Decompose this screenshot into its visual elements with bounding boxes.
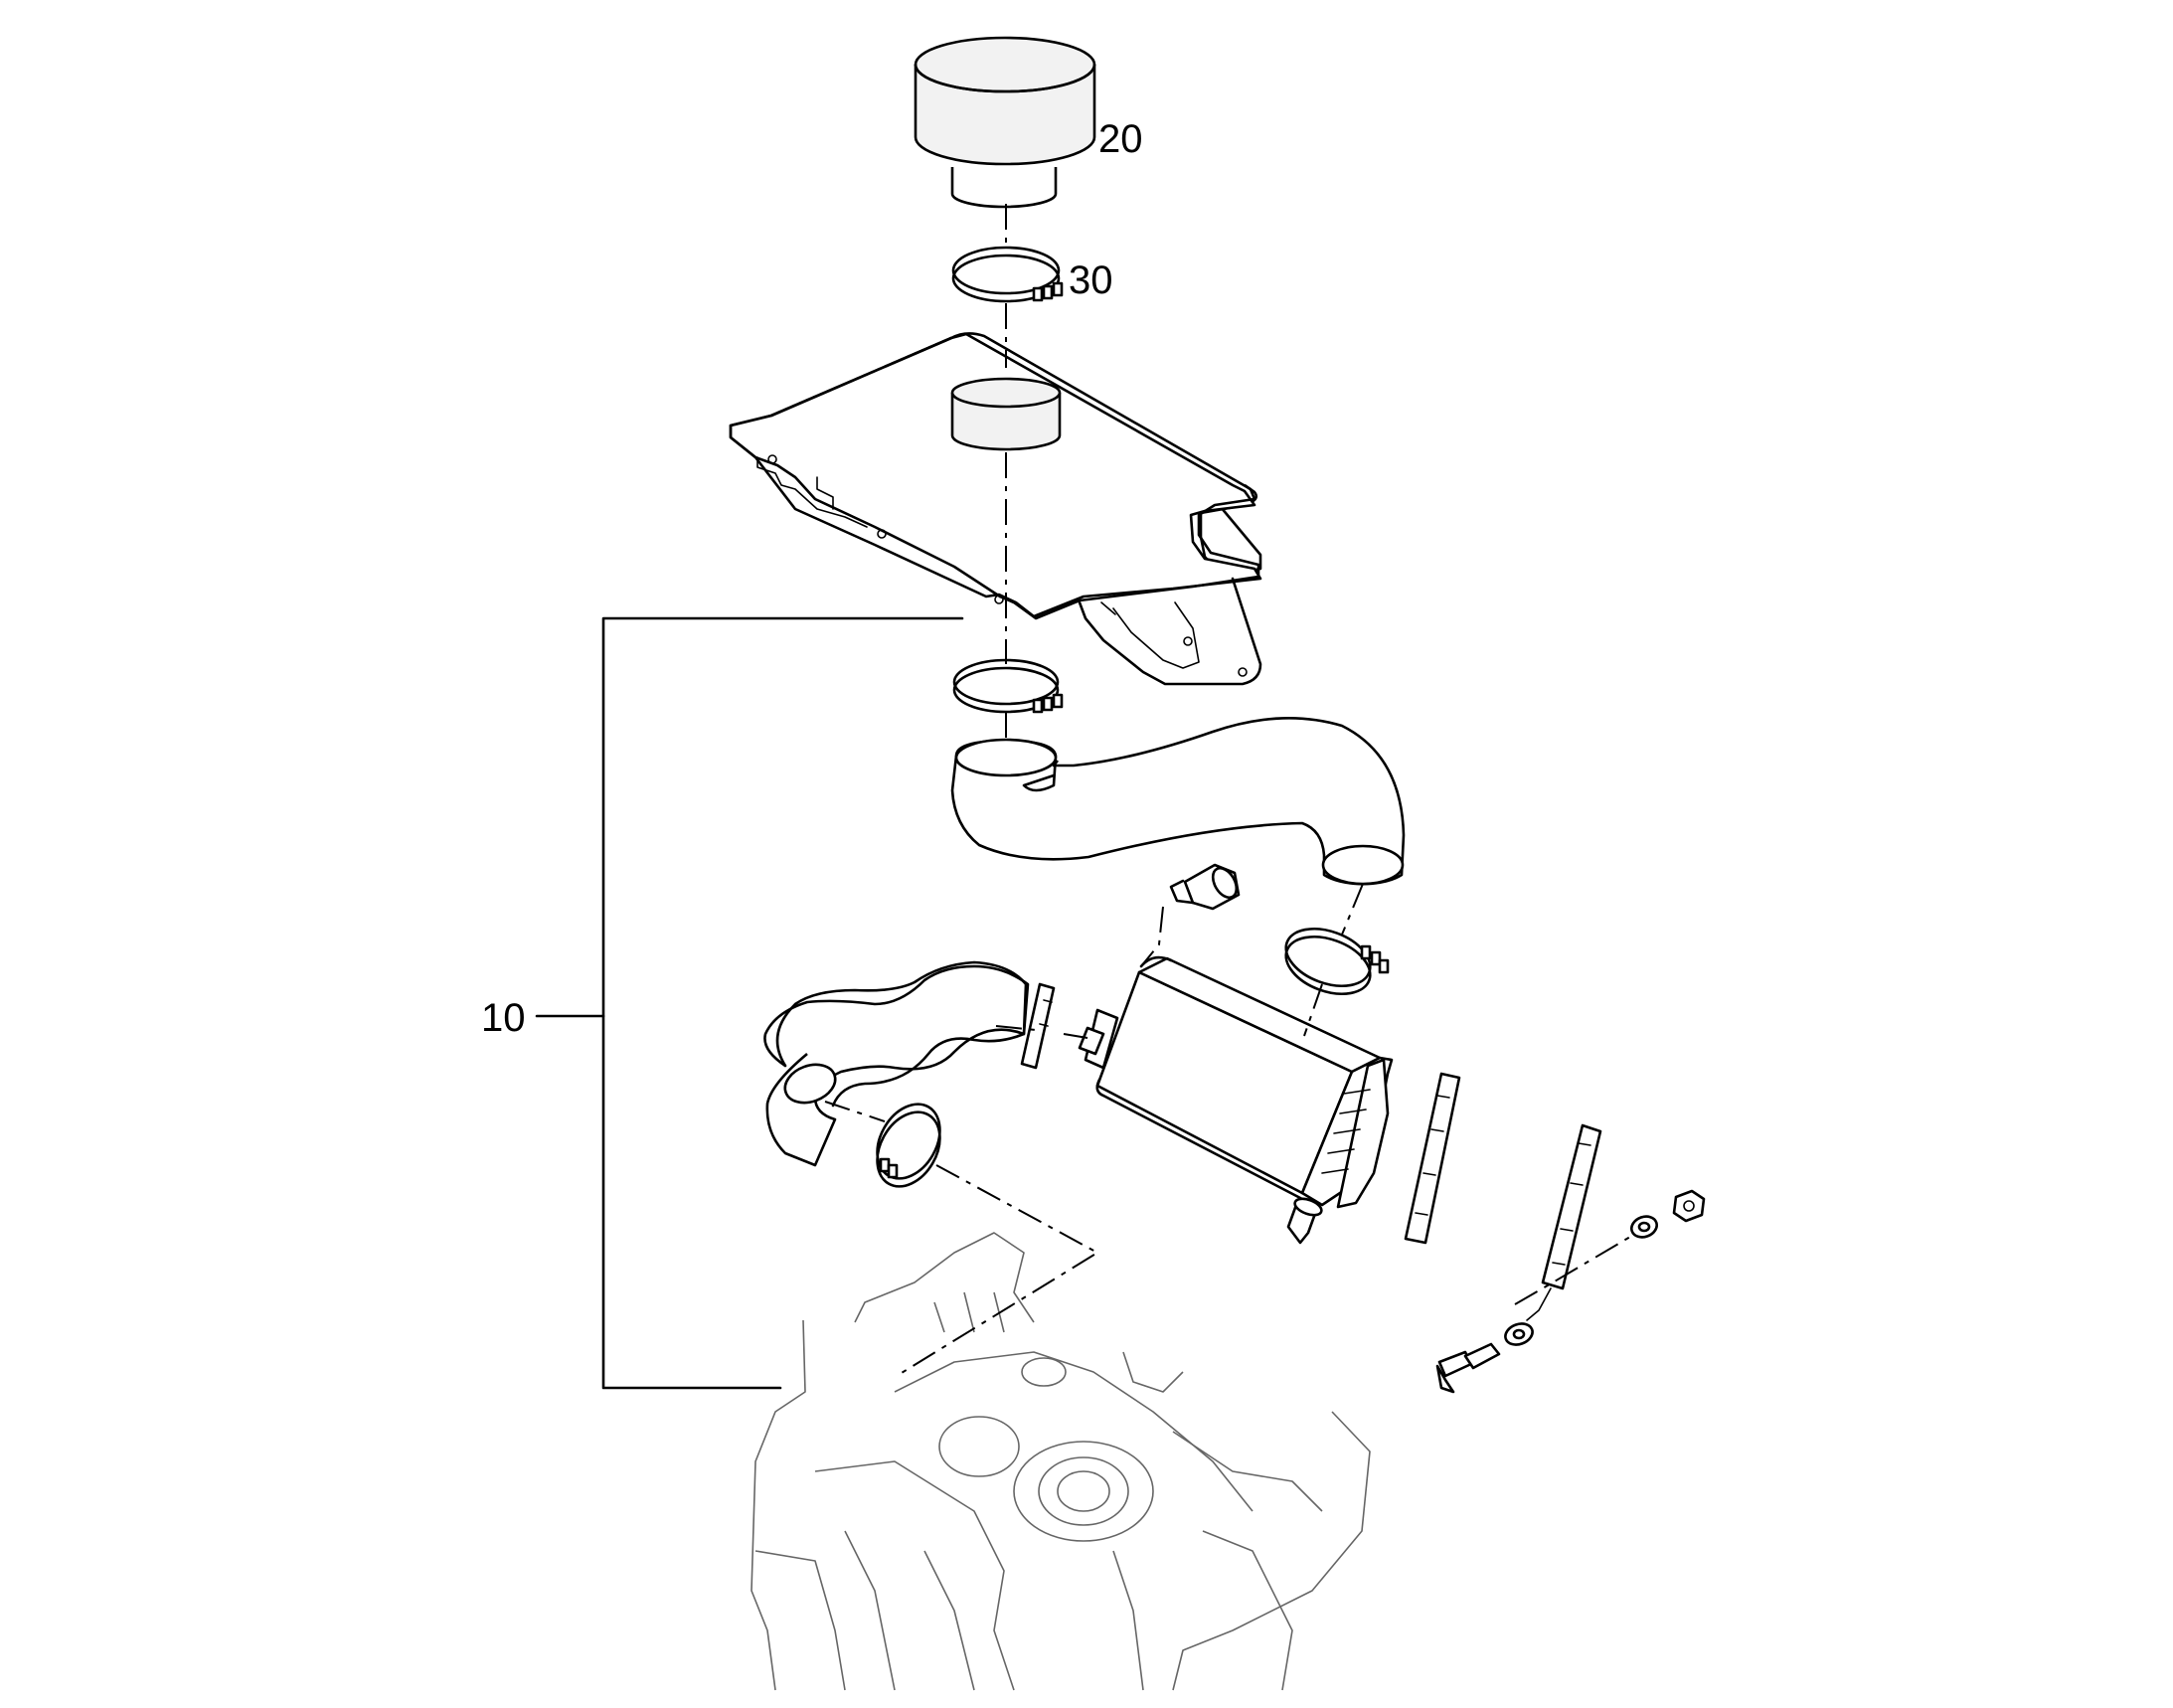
upper-hose-clamp[interactable] xyxy=(952,658,1064,714)
filter-gasket-strip[interactable] xyxy=(1020,982,1056,1070)
mounting-strap-rear[interactable] xyxy=(1526,1123,1602,1321)
flat-washer-bolt-side[interactable] xyxy=(1502,1320,1535,1348)
air-filter-housing[interactable] xyxy=(1078,955,1394,1245)
lower-intake-hose[interactable] xyxy=(763,960,1030,1167)
filter-outlet-clamp[interactable] xyxy=(1278,919,1390,1005)
hood-panel xyxy=(729,332,1262,686)
cap-hose-clamp[interactable] xyxy=(951,246,1064,303)
alignment-lines xyxy=(824,204,1631,1377)
hex-nut[interactable] xyxy=(1672,1189,1706,1223)
assembly-bracket xyxy=(535,616,964,1390)
mounting-strap-front[interactable] xyxy=(1404,1072,1461,1245)
rain-cap[interactable] xyxy=(914,36,1096,209)
upper-intake-hose[interactable] xyxy=(950,716,1406,886)
lock-washer[interactable] xyxy=(1628,1213,1659,1241)
callout-10: 10 xyxy=(481,996,526,1040)
lower-hose-clamp[interactable] xyxy=(865,1093,952,1197)
callout-30: 30 xyxy=(1069,258,1113,302)
mounting-bolt[interactable] xyxy=(1435,1342,1501,1394)
callout-20: 20 xyxy=(1098,117,1143,161)
engine-illustration xyxy=(751,1232,1371,1691)
restriction-sensor[interactable] xyxy=(1169,863,1242,911)
